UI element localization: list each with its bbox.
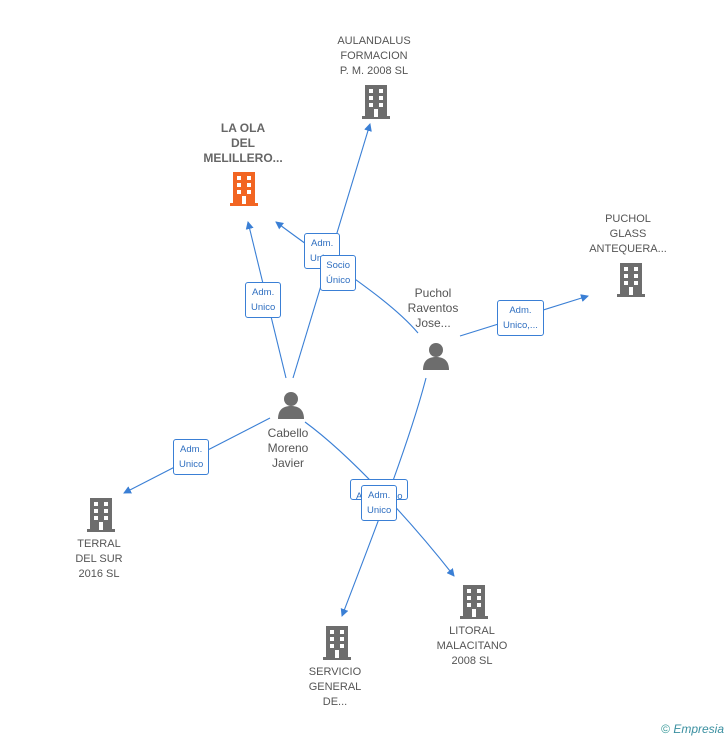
company-label-terral[interactable]: TERRAL DEL SUR 2016 SL [75, 538, 123, 580]
company-label-servicio[interactable]: SERVICIO GENERAL DE... [308, 666, 362, 708]
building-icon-litoral[interactable] [460, 585, 488, 619]
company-label-puchol-glass[interactable]: PUCHOL GLASS ANTEQUERA... [589, 213, 667, 255]
company-label-litoral[interactable]: LITORAL MALACITANO 2008 SL [436, 625, 508, 667]
person-label-puchol[interactable]: Puchol Raventos Jose... [407, 286, 459, 330]
copyright-icon: © [661, 722, 670, 736]
person-icon-cabello[interactable] [278, 392, 304, 419]
edge-label-cabello-terral: Adm. Unico [173, 439, 210, 475]
edges [123, 123, 589, 617]
building-icon-puchol-glass[interactable] [617, 263, 645, 297]
company-label-aulandalus[interactable]: AULANDALUS FORMACION P. M. 2008 SL [337, 35, 411, 77]
building-icon-aulandalus[interactable] [362, 85, 390, 119]
building-icon-terral[interactable] [87, 498, 115, 532]
footer-brand[interactable]: © Empresia [661, 722, 724, 736]
edge-label-cabello-litoral: Adm. Unico [361, 485, 398, 521]
edge-label-puchol-glass: Adm. Unico,... [497, 300, 544, 336]
person-icon-puchol[interactable] [423, 343, 449, 370]
building-icon-servicio[interactable] [323, 626, 351, 660]
edge-label-cabello-laola: Adm. Unico [245, 282, 282, 318]
building-icon-laola[interactable] [230, 172, 258, 206]
edge-puchol-laola [275, 221, 419, 334]
person-label-cabello[interactable]: Cabello Moreno Javier [267, 426, 309, 470]
brand-name: Empresia [673, 722, 724, 736]
company-label-laola[interactable]: LA OLA DEL MELILLERO... [203, 121, 283, 165]
edge-label-puchol-laola: Socio Único [320, 255, 357, 291]
